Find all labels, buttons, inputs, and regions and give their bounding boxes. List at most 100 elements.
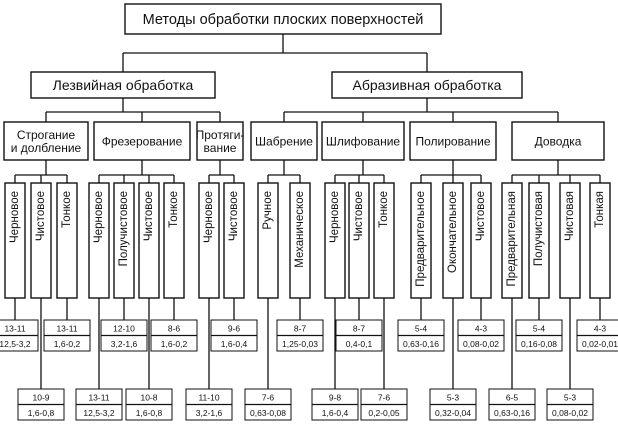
stage-roughness: 0,08-0,02 <box>552 408 588 418</box>
stage-label: Чистовое <box>35 191 47 241</box>
method-box: Доводка <box>511 121 605 161</box>
stage-frame <box>138 182 160 299</box>
stage-quality: 5-4 <box>533 324 546 334</box>
stage-quality: 13-11 <box>4 324 25 334</box>
stage-box: Предварительное <box>410 182 432 299</box>
stage-label: Черновое <box>93 191 105 243</box>
stage-info-box: 5-40,63-0,16 <box>397 319 445 352</box>
stage-frame <box>163 182 185 299</box>
title-box: Методы обработки плоских поверхностей <box>124 3 442 35</box>
stage-box: Черновое <box>324 182 346 299</box>
stage-quality: 13-11 <box>56 324 77 334</box>
method-label: и долбление <box>11 141 82 155</box>
stage-info-box: 5-40,16-0,08 <box>515 319 563 352</box>
stage-box: Черновое <box>198 182 220 299</box>
stage-box: Предварительная <box>501 182 523 299</box>
method-frame <box>3 121 89 161</box>
method-label: вание <box>204 141 237 155</box>
stage-label: Чистовое <box>353 191 365 241</box>
stage-frame <box>410 182 432 299</box>
method-frame <box>511 121 605 161</box>
stage-box: Чистовая <box>559 182 581 299</box>
stage-frame <box>56 182 78 299</box>
stage-label: Чистовое <box>143 191 155 241</box>
method-box: Шлифование <box>321 121 405 161</box>
stage-box: Окончательное <box>442 182 464 299</box>
stage-info-box: 10-9 1,6-0,8 <box>17 388 65 421</box>
stage-frame <box>30 182 52 299</box>
stage-quality: 12-10 <box>113 324 135 334</box>
stage-box: Получистовая <box>528 182 550 299</box>
stage-quality: 9-8 <box>329 393 342 403</box>
group-frame <box>30 71 216 99</box>
stage-frame <box>324 182 346 299</box>
stage-roughness: 12,5-3,2 <box>0 339 31 349</box>
stage-box: Чистовое <box>30 182 52 299</box>
stage-roughness: 3,2-1,6 <box>196 408 223 418</box>
stage-quality: 10-8 <box>140 393 157 403</box>
stage-roughness: 1,6-0,2 <box>54 339 81 349</box>
stage-frame <box>257 182 279 299</box>
stage-roughness: 0,63-0,08 <box>250 408 286 418</box>
method-box: Шабрение <box>250 121 318 161</box>
stage-box: Получистовое <box>113 182 135 299</box>
stage-roughness: 0,4-0,1 <box>346 339 373 349</box>
stage-box: Тонкая <box>589 182 611 299</box>
stage-quality: 13-11 <box>88 393 109 403</box>
stage-roughness: 0,32-0,04 <box>435 408 471 418</box>
stage-info-box: 13-11 12,5-3,2 <box>0 319 39 352</box>
group-title: Абразивная обработка <box>353 77 502 93</box>
method-label: Протяги- <box>196 128 245 142</box>
stage-info-box: 5-30,08-0,02 <box>546 388 594 421</box>
method-box: Фрезерование <box>93 121 191 161</box>
stage-quality: 4-3 <box>475 324 488 334</box>
group-frame <box>331 71 523 99</box>
stage-quality: 7-6 <box>262 393 275 403</box>
method-label: Строгание <box>17 128 76 142</box>
stage-label: Предварительная <box>506 191 518 287</box>
stage-quality: 8-7 <box>353 324 366 334</box>
stage-box: Чистовое <box>470 182 492 299</box>
group-box: Лезвийная обработка <box>30 71 216 99</box>
stage-roughness: 1,6-0,4 <box>221 339 248 349</box>
stage-info-box: 8-61,6-0,2 <box>150 319 198 352</box>
stage-box: Ручное <box>257 182 279 299</box>
stage-label: Чистовое <box>228 191 240 241</box>
stage-label: Ручное <box>262 191 274 230</box>
stage-box: Черновое <box>88 182 110 299</box>
stage-info-box: 7-60,2-0,05 <box>360 388 408 421</box>
stage-info-box: 9-61,6-0,4 <box>210 319 258 352</box>
stage-info-box: 5-30,32-0,04 <box>429 388 477 421</box>
stage-box: Чистовое <box>138 182 160 299</box>
stage-box: Тонкое <box>163 182 185 299</box>
stage-frame <box>289 182 311 299</box>
stage-roughness: 1,6-0,8 <box>136 408 163 418</box>
stage-info-box: 9-8 1,6-0,4 <box>311 388 359 421</box>
title-frame <box>124 3 442 35</box>
stage-box: Механическое <box>289 182 311 299</box>
stage-frame <box>470 182 492 299</box>
method-label: Шлифование <box>326 135 400 149</box>
stage-quality: 10-9 <box>32 393 49 403</box>
stage-frame <box>198 182 220 299</box>
stage-frame <box>113 182 135 299</box>
stage-label: Тонкое <box>378 191 390 228</box>
stage-box: Черновое <box>4 182 26 299</box>
method-label: Шабрение <box>255 135 313 149</box>
stage-roughness: 1,6-0,8 <box>28 408 55 418</box>
stage-frame <box>559 182 581 299</box>
stage-label: Окончательное <box>447 191 459 273</box>
method-label: Фрезерование <box>102 135 183 149</box>
method-label: Доводка <box>535 135 582 149</box>
diagram-boxes: Методы обработки плоских поверхностейЛез… <box>0 3 618 421</box>
method-box: Полирование <box>409 121 497 161</box>
stage-roughness: 1,6-0,4 <box>322 408 349 418</box>
stage-label: Тонкая <box>594 191 606 228</box>
stage-label: Чистовое <box>475 191 487 241</box>
stage-frame <box>442 182 464 299</box>
stage-frame <box>589 182 611 299</box>
stage-box: Чистовое <box>223 182 245 299</box>
